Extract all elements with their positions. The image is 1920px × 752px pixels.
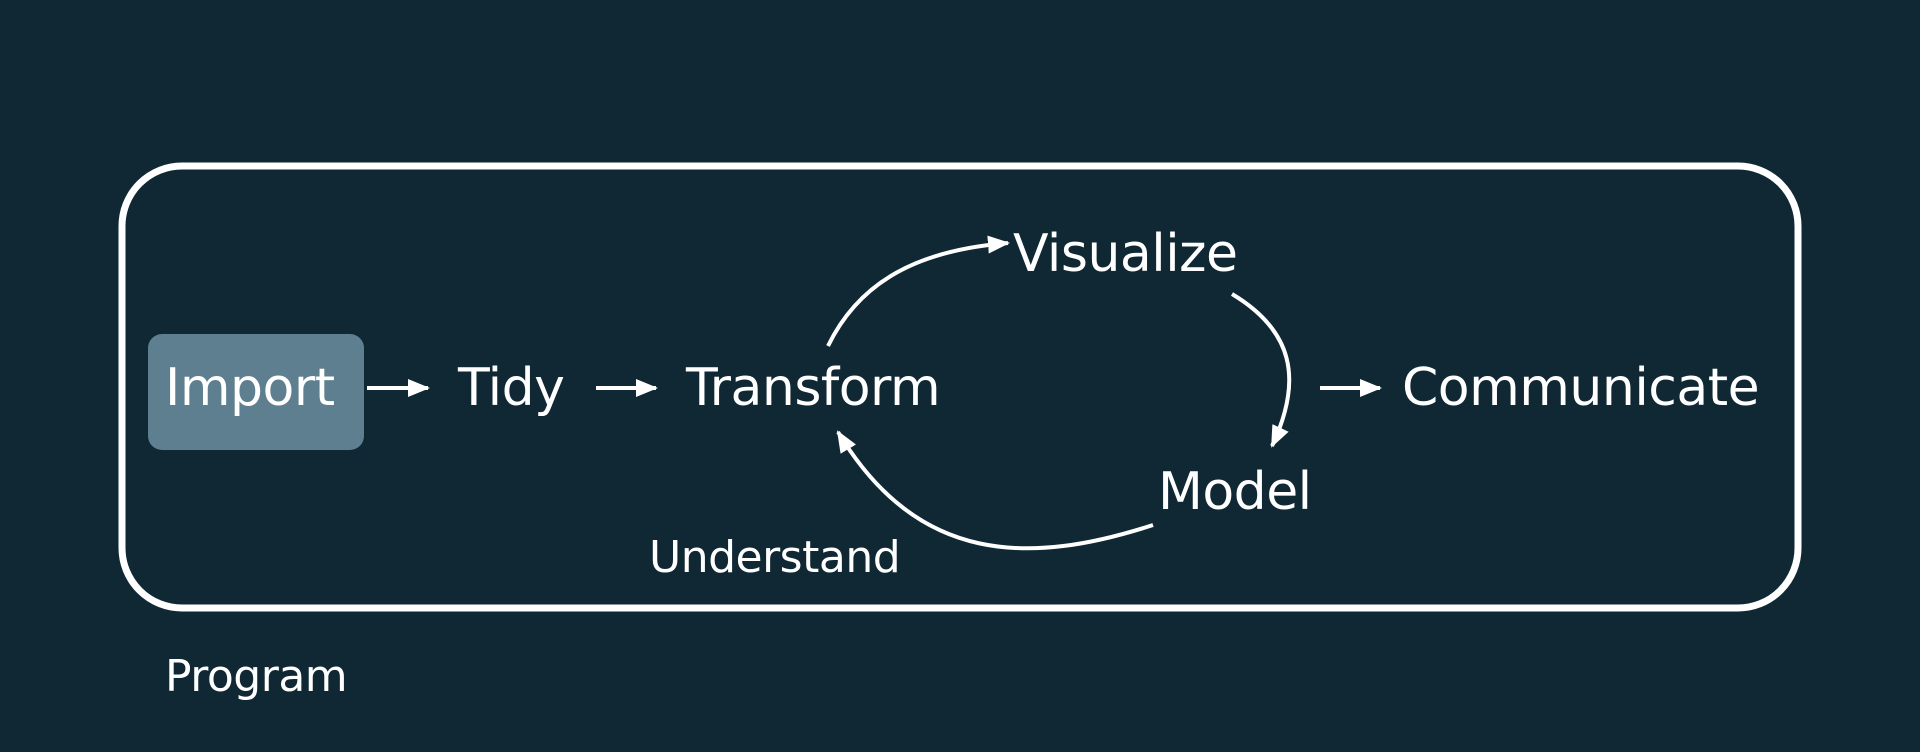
node-visualize: Visualize <box>1013 224 1238 284</box>
node-transform: Transform <box>686 358 941 418</box>
container-label-program: Program <box>165 651 348 702</box>
program-container <box>118 162 1802 612</box>
node-communicate: Communicate <box>1402 358 1760 418</box>
node-model: Model <box>1158 462 1312 522</box>
cycle-label-understand: Understand <box>649 532 901 583</box>
import-highlight-box <box>148 334 364 450</box>
arrow-transform-to-visualize <box>826 235 1010 347</box>
node-import: Import <box>165 358 335 418</box>
arrow-model-to-transform <box>836 430 1154 551</box>
node-tidy: Tidy <box>458 358 565 418</box>
arrow-visualize-to-model <box>1230 292 1292 448</box>
